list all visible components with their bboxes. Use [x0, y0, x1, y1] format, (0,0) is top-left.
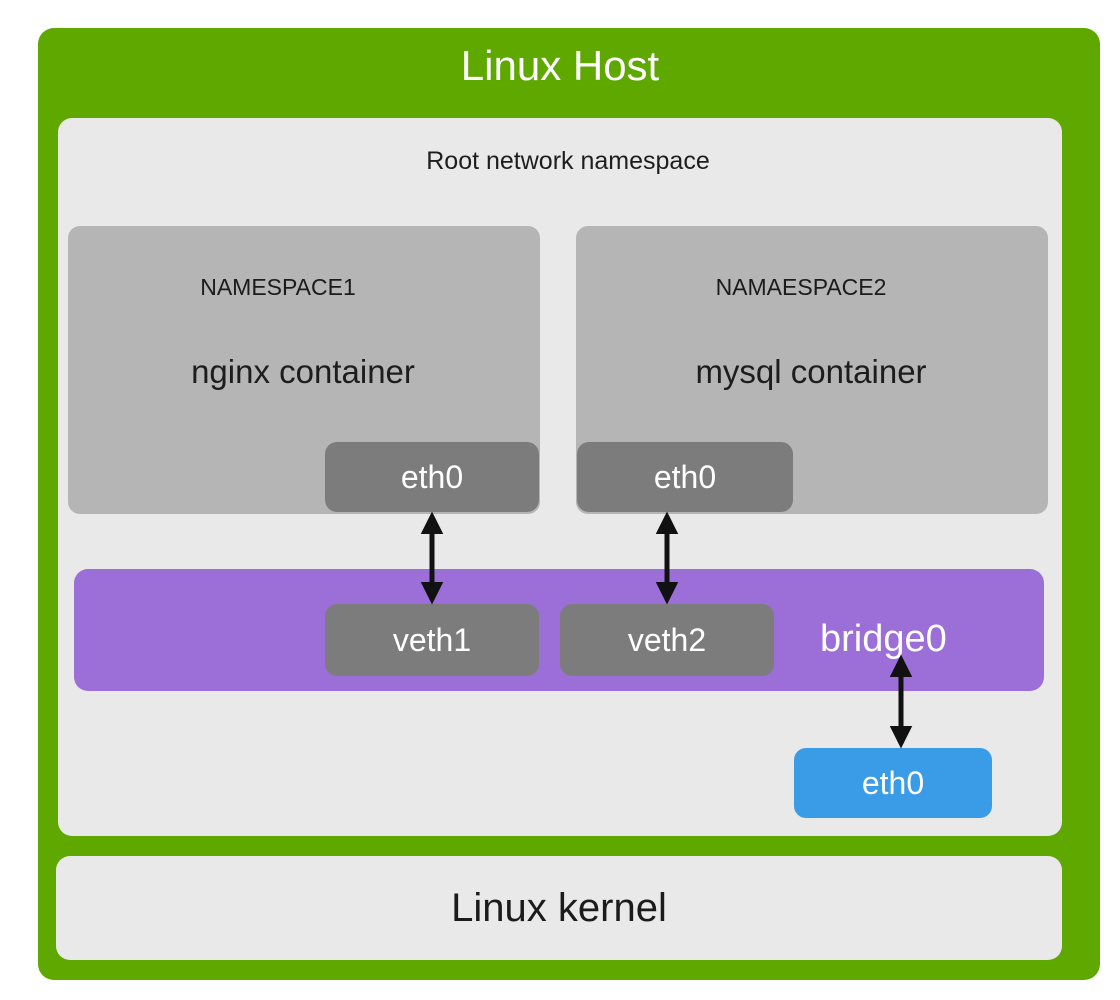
namespace2-eth0: eth0 — [577, 442, 793, 512]
veth1-interface: veth1 — [325, 604, 539, 676]
namespace2-label: NAMAESPACE2 — [715, 274, 887, 300]
namespace1-eth0: eth0 — [325, 442, 539, 512]
linux-kernel-box: Linux kernel — [56, 856, 1062, 960]
namespace1-label: NAMESPACE1 — [200, 274, 356, 300]
veth2-interface: veth2 — [560, 604, 774, 676]
host-eth0-interface: eth0 — [794, 748, 992, 818]
root-namespace-label: Root network namespace — [426, 147, 710, 175]
mysql-container-label: mysql container — [695, 353, 927, 390]
bridge0-box — [74, 569, 1044, 691]
linux-host-title: Linux Host — [460, 42, 660, 89]
linux-kernel-label: Linux kernel — [451, 885, 667, 930]
nginx-container-label: nginx container — [191, 353, 415, 390]
bridge0-label: bridge0 — [820, 618, 947, 660]
